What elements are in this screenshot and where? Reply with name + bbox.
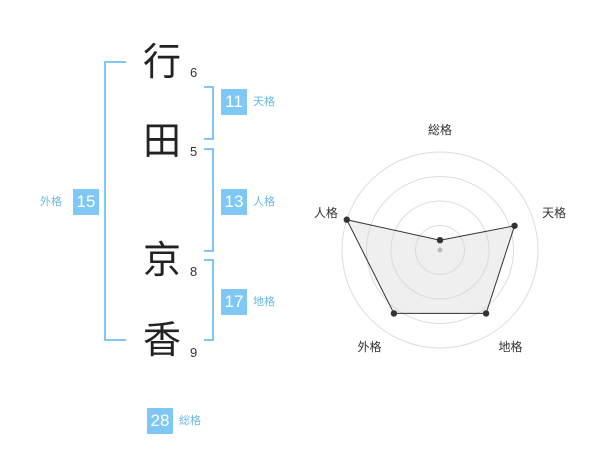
radar-point-1 [436,237,444,244]
radar-ring [390,200,490,300]
stroke-count-4: 9 [190,345,198,360]
radar-point-4 [390,310,398,317]
radar-point-5 [343,216,350,223]
stroke-count-2: 5 [190,144,198,159]
radar-axis-label-3: 地格 [499,339,523,354]
soukaku-value: 28 [147,408,173,434]
tenkaku-label: 天格 [253,95,275,108]
stroke-count-1: 6 [190,65,198,80]
jinkaku-value: 13 [221,189,247,215]
radar-area [345,219,516,314]
gaikaku-label: 外格 [40,195,62,208]
tenkaku-value: 11 [221,89,247,115]
soukaku-label: 総格 [179,414,201,427]
radar-axis-label-1: 総格 [428,122,452,137]
stroke-count-3: 8 [190,264,198,279]
chikaku-label: 地格 [253,295,275,308]
radar-axis-label-4: 外格 [357,339,381,354]
gaikaku-bracket [104,61,126,341]
radar-ring [415,225,465,275]
gaikaku-value: 15 [73,189,99,215]
radar-center [437,247,443,253]
chikaku-bracket [204,259,214,341]
tenkaku-bracket [204,86,214,140]
char-2: 田 [142,119,181,163]
radar-point-3 [482,310,490,317]
jinkaku-label: 人格 [253,195,275,208]
char-3: 京 [142,238,181,282]
radar-ring [366,176,514,324]
radar-axis-label-2: 天格 [542,205,566,220]
chikaku-value: 17 [221,289,247,315]
char-4: 香 [142,318,181,362]
radar-ring [341,151,539,349]
char-1: 行 [142,40,181,84]
radar-axis-label-5: 人格 [314,205,338,220]
radar-point-2 [511,222,518,229]
jinkaku-bracket [204,148,214,252]
